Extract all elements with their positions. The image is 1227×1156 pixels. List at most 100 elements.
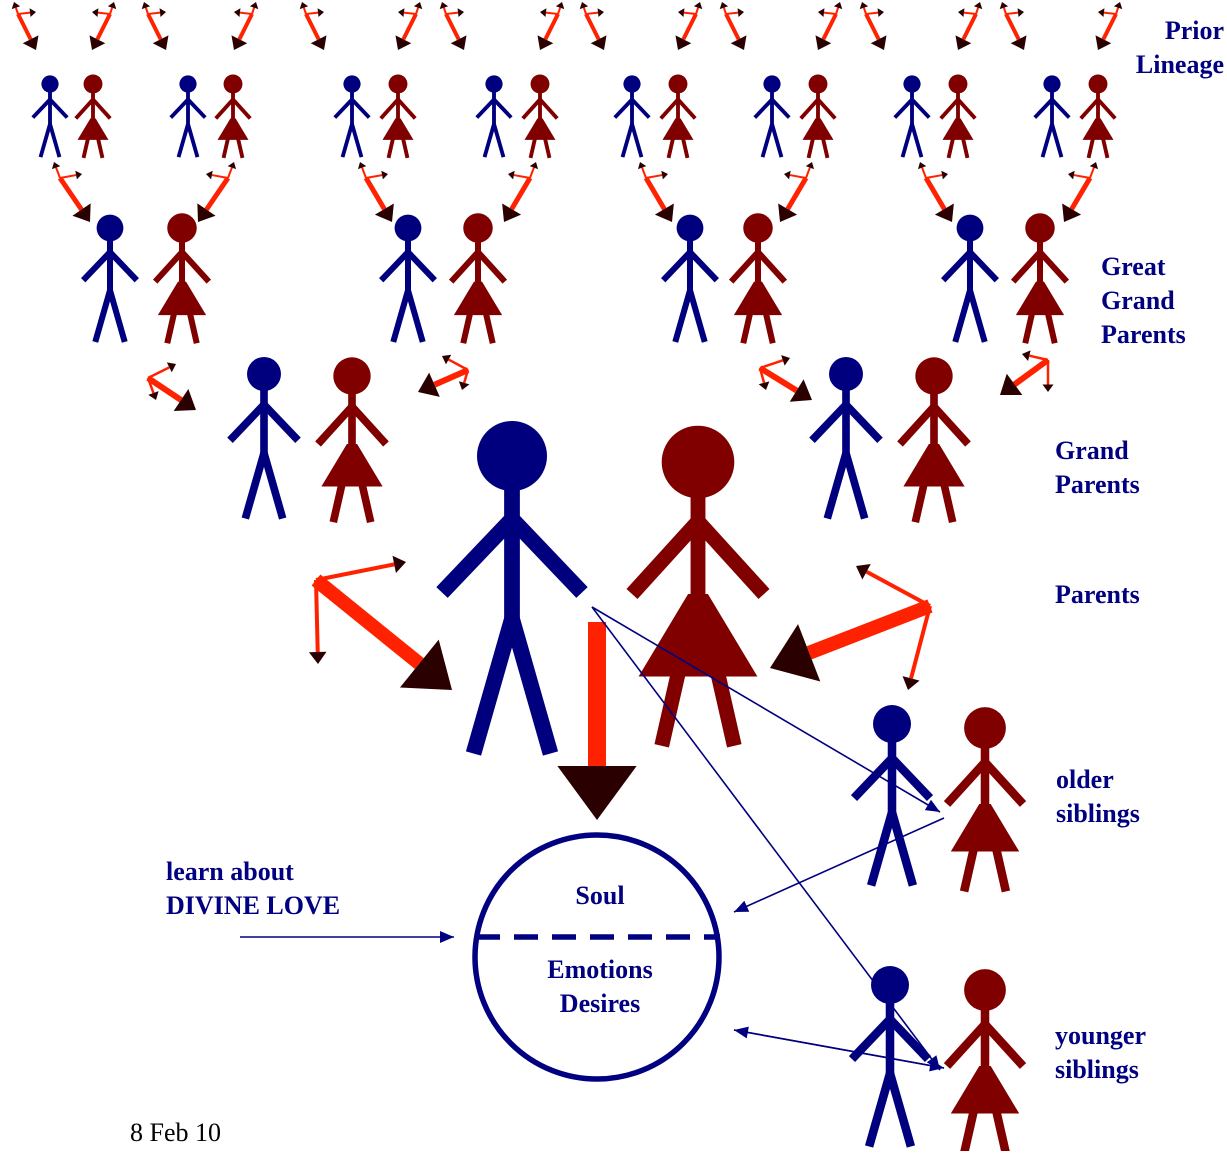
- red-arrow-icon: [16, 13, 39, 50]
- red-arrow-icon: [818, 8, 837, 18]
- label-parents: Parents: [1055, 580, 1140, 609]
- red-arrow-icon: [923, 176, 954, 222]
- red-arrow-icon: [758, 367, 770, 390]
- red-arrow-icon: [89, 13, 112, 50]
- soul-circle: [472, 832, 722, 1082]
- red-arrow-icon: [304, 13, 327, 50]
- female-figure-icon: [897, 357, 971, 524]
- red-arrow-icon: [758, 365, 812, 402]
- red-arrow-icon: [678, 8, 697, 18]
- red-arrow-icon: [227, 162, 237, 179]
- male-figure-icon: [893, 75, 931, 158]
- red-arrow-icon: [555, 2, 565, 15]
- female-figure-icon: [799, 74, 837, 159]
- connector-line: [733, 817, 945, 913]
- female-figure-icon: [315, 357, 389, 524]
- male-figure-icon: [613, 75, 651, 158]
- red-arrow-icon: [643, 176, 674, 222]
- female-figure-icon: [728, 213, 788, 344]
- circle-label-soul: Soul: [575, 881, 625, 910]
- female-figure-icon: [214, 74, 252, 159]
- red-arrow-icon: [1022, 350, 1049, 362]
- red-arrow-icon: [445, 8, 464, 18]
- red-arrow-icon: [529, 162, 539, 179]
- red-arrow-icon: [784, 170, 807, 180]
- male-figure-icon: [1033, 75, 1071, 158]
- red-arrow-icon: [645, 170, 668, 180]
- female-figure-icon: [1010, 213, 1070, 344]
- red-arrow-icon: [107, 2, 117, 15]
- red-arrow-icon: [865, 8, 884, 18]
- male-figure-icon: [436, 421, 588, 756]
- red-arrow-icon: [147, 362, 176, 380]
- red-arrow-icon: [999, 2, 1009, 15]
- red-arrow-icon: [365, 170, 388, 180]
- red-arrow-icon: [719, 2, 729, 15]
- red-arrow-icon: [955, 13, 978, 50]
- red-arrow-icon: [357, 162, 367, 179]
- date-stamp: 8 Feb 10: [130, 1118, 221, 1147]
- red-arrow-icon: [958, 8, 977, 18]
- parent-arrow-right: [770, 599, 933, 682]
- red-arrow-icon: [508, 170, 531, 180]
- red-arrow-icon: [502, 176, 533, 222]
- label-great-grand-parents: Great Grand Parents: [1101, 252, 1186, 349]
- red-arrow-icon: [299, 2, 309, 15]
- red-arrow-icon: [724, 13, 747, 50]
- red-arrow-icon: [197, 176, 231, 222]
- red-arrow-icon: [51, 162, 61, 179]
- red-arrow-icon: [1042, 360, 1054, 392]
- circle-label-emotions-desires: Emotions Desires: [547, 955, 653, 1018]
- red-arrow-icon: [833, 2, 843, 15]
- red-arrow-icon: [1098, 8, 1117, 18]
- male-figure-icon: [661, 214, 719, 343]
- female-figure-icon: [943, 969, 1027, 1155]
- red-arrow-icon: [973, 2, 983, 15]
- female-figure-icon: [1079, 74, 1117, 159]
- connector-line: [591, 606, 941, 813]
- red-arrow-icon: [725, 8, 744, 18]
- label-learn-divine-love: learn about DIVINE LOVE: [166, 857, 341, 920]
- red-arrow-icon: [540, 8, 559, 18]
- red-arrow-icon: [902, 605, 932, 690]
- red-arrow-icon: [439, 2, 449, 15]
- red-arrow-icon: [584, 13, 607, 50]
- red-arrow-icon: [859, 2, 869, 15]
- red-arrow-icon: [1113, 2, 1123, 15]
- red-arrow-icon: [1000, 357, 1050, 396]
- red-arrow-icon: [864, 13, 887, 50]
- red-arrow-icon: [1089, 162, 1099, 179]
- red-arrow-icon: [458, 369, 470, 390]
- male-figure-icon: [169, 75, 207, 158]
- female-figure-icon: [74, 74, 112, 159]
- red-arrow-icon: [1062, 176, 1093, 222]
- female-figure-icon: [659, 74, 697, 159]
- red-arrow-icon: [398, 8, 417, 18]
- red-arrow-icon: [59, 170, 82, 180]
- red-arrow-icon: [637, 162, 647, 179]
- red-arrow-icon: [11, 2, 21, 15]
- red-arrow-icon: [146, 377, 159, 400]
- female-figure-icon: [448, 213, 508, 344]
- male-figure-icon: [475, 75, 513, 158]
- red-arrow-icon: [315, 555, 406, 582]
- red-arrow-icon: [249, 2, 259, 15]
- red-arrow-icon: [778, 176, 809, 222]
- male-figure-icon: [31, 75, 69, 158]
- red-arrow-icon: [537, 13, 560, 50]
- red-arrow-icon: [675, 13, 698, 50]
- red-arrow-icon: [231, 13, 254, 50]
- red-arrow-icon: [1068, 170, 1091, 180]
- male-figure-icon: [379, 214, 437, 343]
- down-arrow: [557, 622, 637, 820]
- red-arrow-icon: [815, 13, 838, 50]
- connector-line: [240, 931, 454, 943]
- red-arrow-icon: [17, 8, 36, 18]
- red-arrow-icon: [442, 354, 469, 372]
- red-arrow-icon: [57, 176, 91, 222]
- male-figure-icon: [227, 357, 301, 520]
- red-arrow-icon: [206, 170, 229, 180]
- red-arrow-icon: [444, 13, 467, 50]
